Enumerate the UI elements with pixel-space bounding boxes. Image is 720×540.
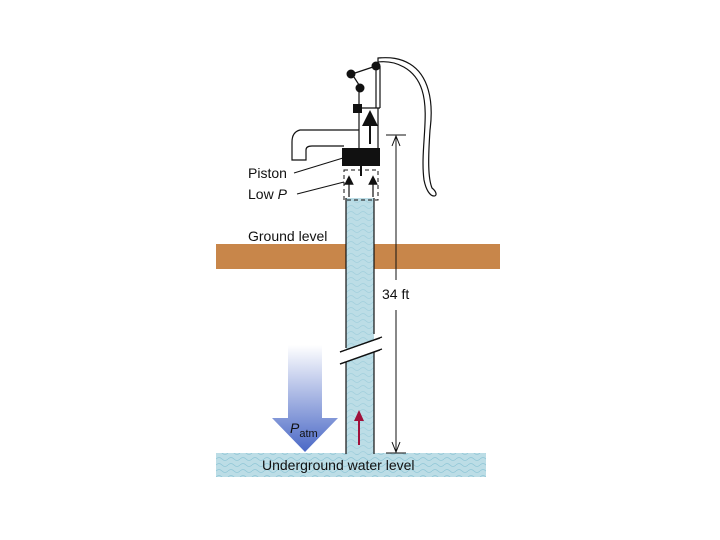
underground-water	[216, 453, 486, 477]
underground-water-label: Underground water level	[262, 457, 415, 473]
handle-pivot	[371, 61, 381, 71]
pipe	[345, 198, 375, 454]
water-rise-arrow-head	[354, 410, 364, 421]
water-wave-texture	[216, 453, 486, 477]
linkage-joint-upper	[346, 69, 356, 79]
low-p-label: Low P	[248, 186, 288, 202]
height-dimension	[386, 134, 406, 454]
height-label: 34 ft	[382, 286, 409, 302]
ground-level-label: Ground level	[248, 228, 327, 244]
rod-connector	[353, 104, 362, 113]
lowp-leader	[296, 181, 345, 195]
pipe-break-line-top	[339, 336, 383, 353]
height-label-bg	[380, 283, 414, 305]
piston	[342, 148, 380, 166]
pump-spout	[291, 129, 359, 161]
linkage-joint-lower	[355, 83, 365, 93]
pump-handle	[377, 57, 437, 197]
pipe-break-line-bottom	[339, 348, 383, 365]
atmospheric-pressure-arrow	[272, 345, 338, 452]
piston-label: Piston	[248, 165, 287, 181]
pipe-water-texture	[346, 198, 374, 454]
piston-leader	[293, 157, 344, 174]
patm-label: Patm	[290, 420, 318, 440]
pump-body	[356, 66, 381, 148]
